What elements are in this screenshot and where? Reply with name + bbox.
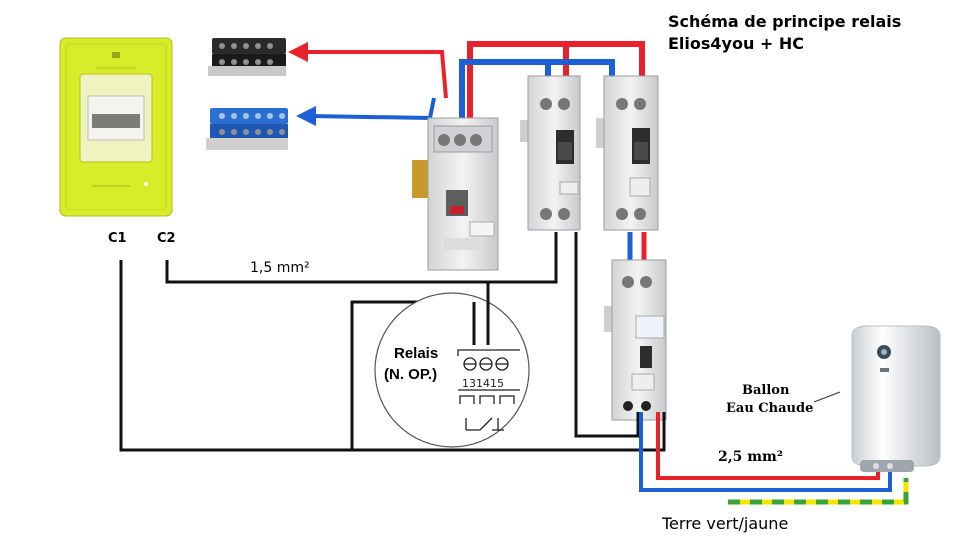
terminal-c1-label: C1 (108, 231, 127, 246)
load-wires (639, 412, 909, 505)
differential-switch (412, 117, 499, 271)
contactor-hc (604, 259, 667, 421)
circuit-breaker-1 (520, 75, 581, 231)
relay-label: Relais (394, 345, 439, 362)
water-heater (813, 325, 941, 472)
title-line-1: Schéma de principe relais (668, 12, 902, 31)
tank-label-line-1: Ballon (742, 383, 790, 398)
neutral-terminal-block (206, 108, 288, 150)
tank-label-line-2: Eau Chaude (726, 401, 814, 416)
feed-wires (288, 42, 448, 126)
relay-type-label: (N. OP.) (384, 366, 438, 383)
circuit-breaker-2 (596, 75, 659, 231)
relay-detail (374, 282, 530, 448)
wire-section-small-label: 1,5 mm² (250, 260, 310, 276)
wire-section-large-label: 2,5 mm² (718, 449, 783, 465)
title-line-2: Elios4you + HC (668, 34, 805, 53)
earth-wire-label: Terre vert/jaune (662, 514, 789, 533)
electric-meter (59, 37, 173, 217)
contactor-feed-wires (627, 232, 647, 262)
relay-terminal-numbers: 131415 (462, 377, 504, 390)
phase-terminal-block (208, 38, 286, 76)
terminal-c2-label: C2 (157, 231, 176, 246)
